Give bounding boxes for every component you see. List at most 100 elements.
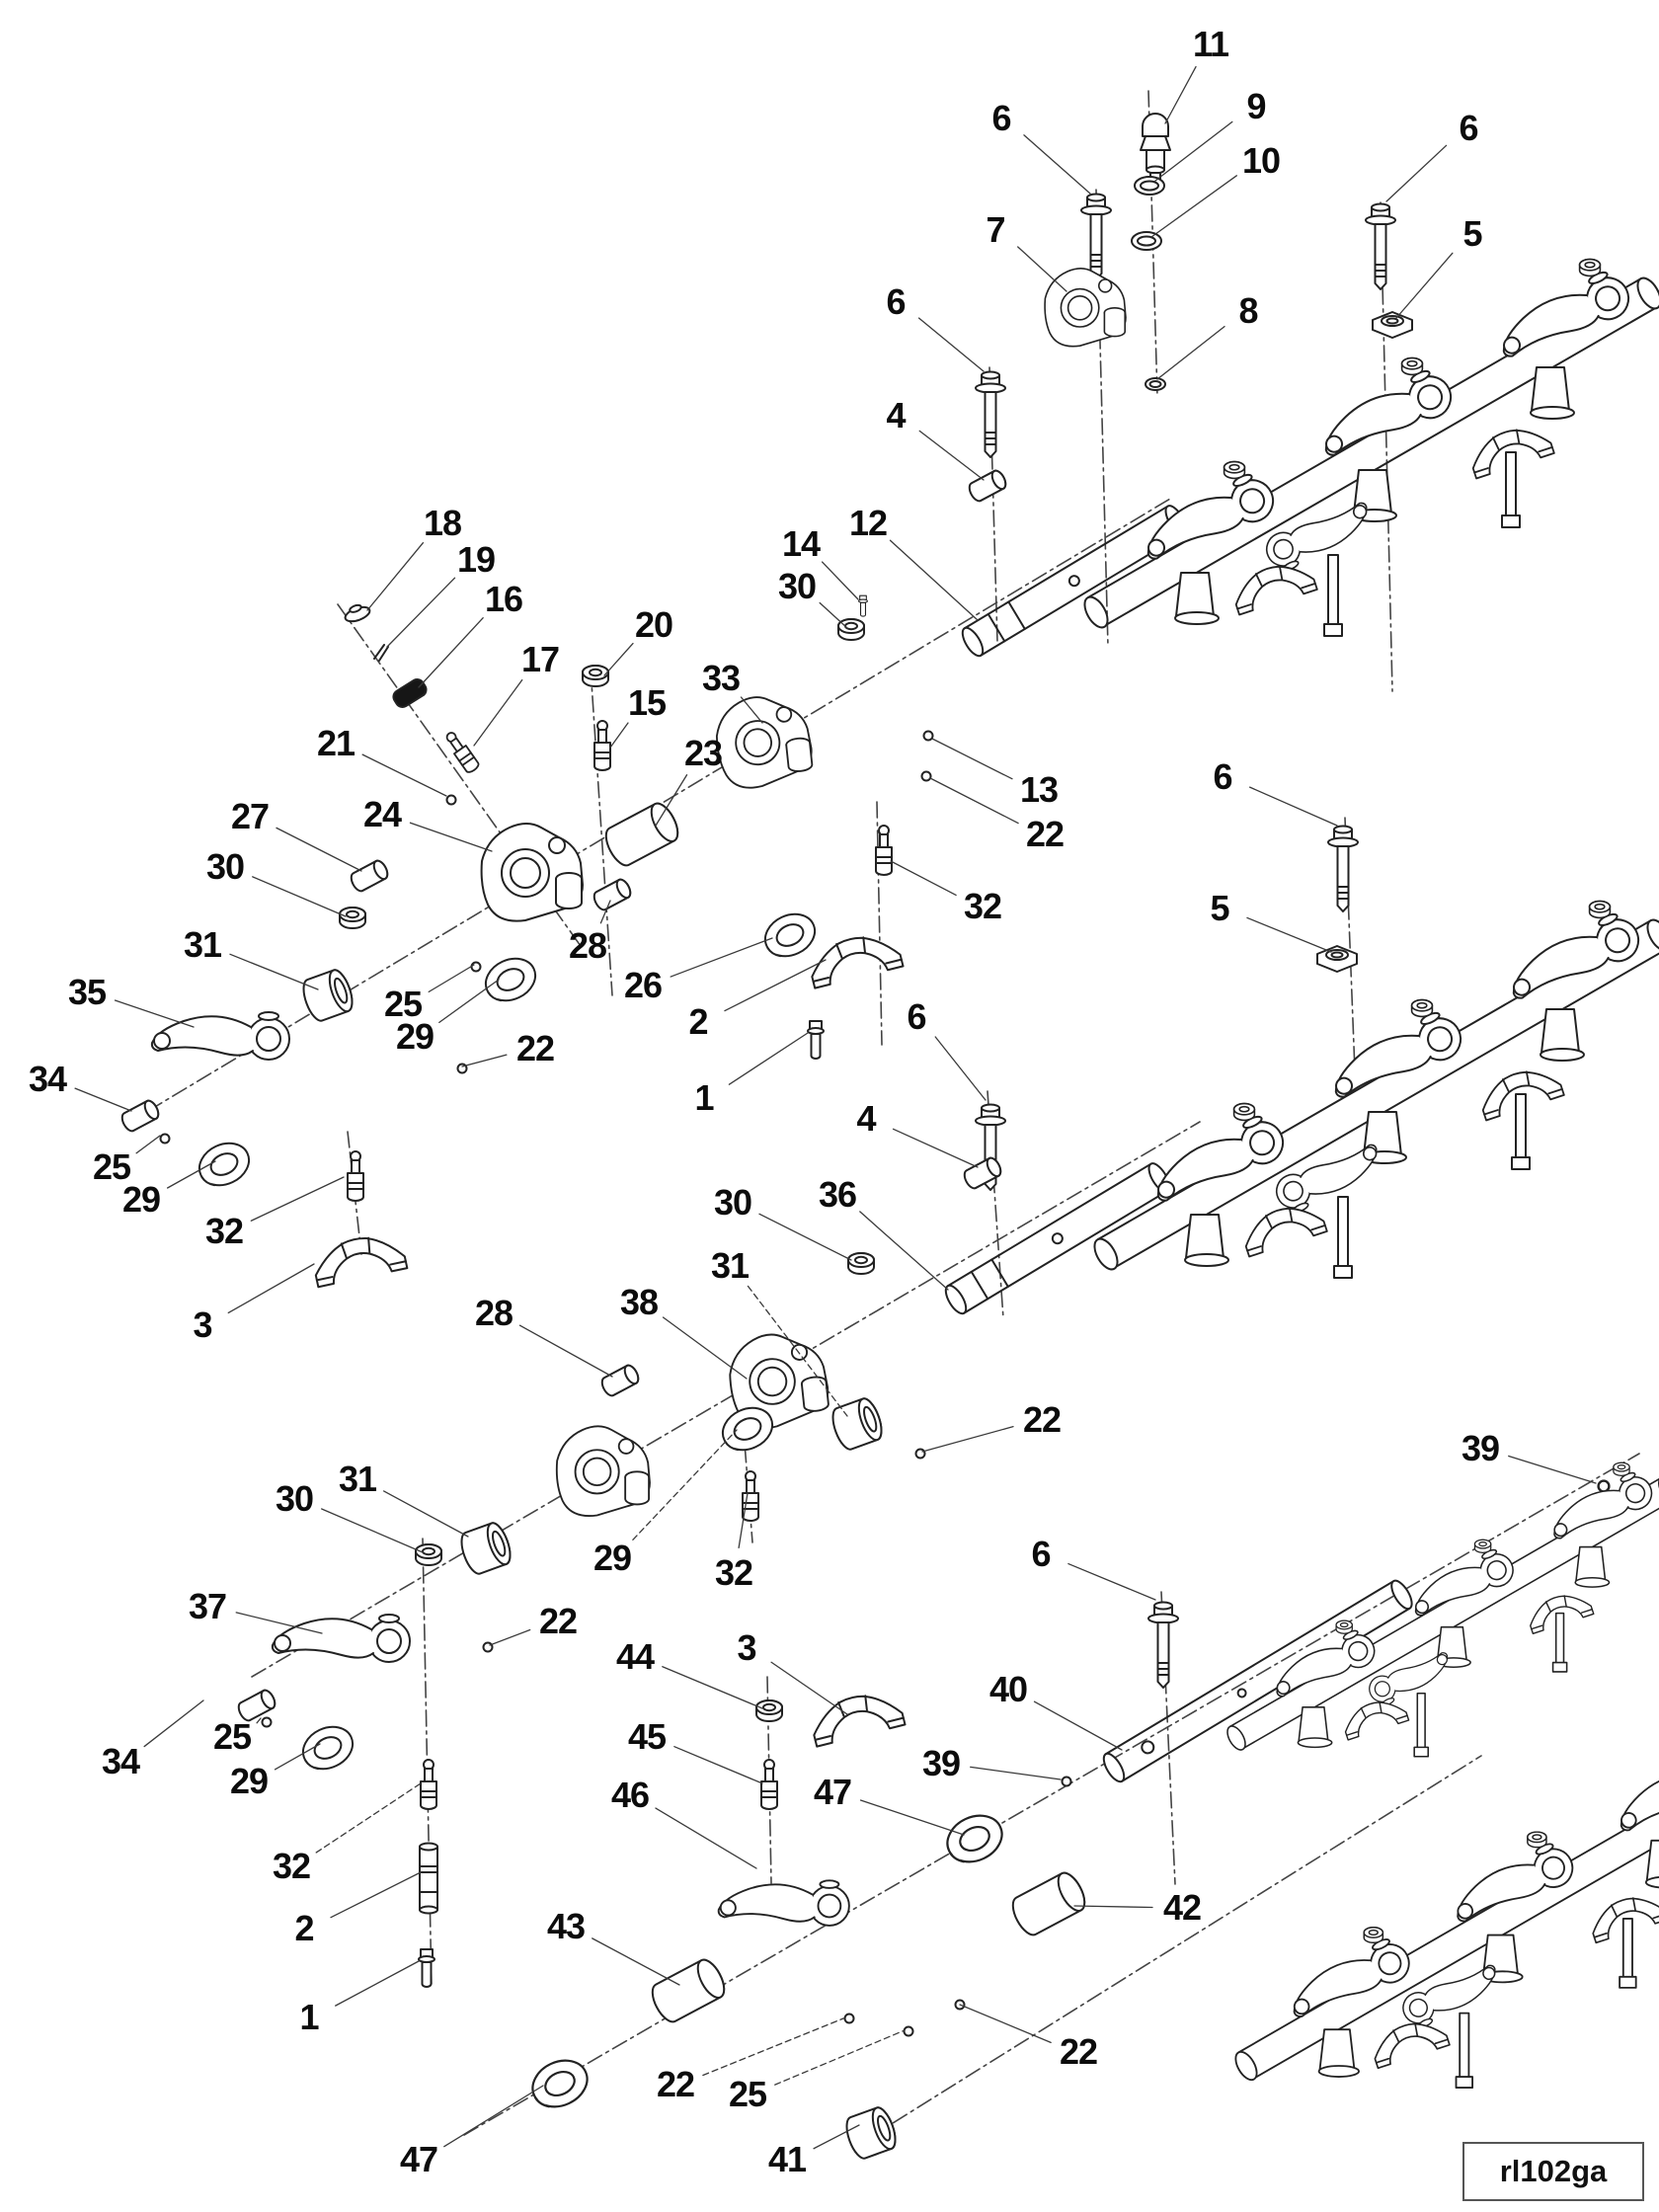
- part-hexnut: [847, 1252, 875, 1275]
- callout-2: 2: [688, 1001, 708, 1042]
- leader-line: [330, 1871, 422, 1919]
- part-bearing: [191, 1134, 258, 1195]
- leader-line: [959, 2004, 1052, 2043]
- part-bearing: [756, 905, 824, 966]
- leader-line: [321, 1508, 424, 1553]
- leader-line: [1385, 144, 1448, 202]
- callout-4: 4: [886, 395, 906, 435]
- part-stud: [807, 1020, 825, 1060]
- part-bolt: [975, 370, 1006, 458]
- part-dot: [159, 1133, 171, 1145]
- part-bearing: [938, 1805, 1011, 1872]
- leader-line: [1248, 786, 1338, 827]
- leader-line: [166, 1160, 216, 1189]
- part-support24: [480, 823, 584, 922]
- leader-line: [724, 959, 827, 1012]
- leader-line: [890, 860, 957, 897]
- callout-31: 31: [183, 924, 222, 965]
- callout-2: 2: [294, 1908, 314, 1948]
- callout-28: 28: [474, 1293, 514, 1333]
- leader-line: [592, 1937, 680, 1986]
- leader-line: [758, 1213, 852, 1261]
- part-support24: [555, 1425, 651, 1518]
- part-plunger: [347, 1150, 364, 1202]
- centerline: [1095, 189, 1109, 648]
- callout-22: 22: [1059, 2031, 1098, 2072]
- part-hexnut: [415, 1543, 442, 1566]
- callout-29: 29: [592, 1538, 632, 1578]
- callout-10: 10: [1241, 140, 1281, 181]
- callout-6: 6: [886, 281, 906, 322]
- leader-line: [1164, 65, 1197, 124]
- leader-line: [252, 876, 347, 917]
- part-plunger: [420, 1759, 437, 1810]
- callout-46: 46: [610, 1775, 650, 1815]
- leader-line: [673, 1746, 763, 1784]
- callout-35: 35: [67, 972, 107, 1012]
- leader-line: [603, 642, 634, 676]
- leader-line: [256, 1717, 262, 1724]
- part-sleeve2: [419, 1842, 438, 1915]
- part-support24: [1044, 267, 1127, 348]
- callout-30: 30: [777, 566, 817, 606]
- part-hexnut: [837, 618, 865, 641]
- figure-code-box: rl102ga: [1462, 2142, 1644, 2201]
- leader-line: [1508, 1455, 1597, 1484]
- leader-line: [135, 1135, 161, 1154]
- callout-23: 23: [683, 733, 723, 773]
- part-oring: [1131, 231, 1162, 251]
- part-rockerarm: [271, 1614, 411, 1663]
- callout-21: 21: [316, 723, 356, 763]
- leader-line: [1154, 120, 1233, 182]
- leader-line: [1023, 134, 1091, 195]
- callout-31: 31: [338, 1459, 377, 1499]
- part-cyl_lg: [646, 1954, 731, 2027]
- callout-32: 32: [963, 886, 1002, 926]
- callout-19: 19: [456, 539, 496, 580]
- centerline: [876, 801, 883, 1046]
- callout-37: 37: [188, 1586, 227, 1626]
- leader-line: [229, 953, 319, 990]
- leader-line: [235, 1612, 323, 1634]
- part-saddle: [806, 1686, 907, 1748]
- part-dot: [482, 1641, 494, 1653]
- centerline: [868, 1755, 1482, 2139]
- leader-line: [929, 777, 1019, 825]
- leader-line: [473, 678, 523, 747]
- part-support24: [711, 690, 816, 792]
- part-cluster: [1231, 1741, 1659, 2088]
- part-stud: [858, 594, 868, 617]
- callout-5: 5: [1210, 888, 1229, 928]
- callout-7: 7: [986, 209, 1005, 250]
- callout-25: 25: [212, 1716, 252, 1757]
- leader-line: [1150, 175, 1238, 238]
- callout-31: 31: [710, 1245, 750, 1286]
- callout-39: 39: [1461, 1428, 1500, 1468]
- leader-line: [859, 1799, 965, 1836]
- leader-line: [702, 2017, 844, 2077]
- part-spacer: [960, 1154, 1005, 1192]
- part-bearing: [523, 2050, 596, 2117]
- callout-22: 22: [538, 1601, 578, 1641]
- leader-line: [74, 1087, 132, 1112]
- leader-line: [747, 1285, 848, 1417]
- leader-line: [366, 542, 425, 611]
- callout-6: 6: [907, 996, 926, 1037]
- centerline: [590, 667, 613, 996]
- figure-code: rl102ga: [1499, 2154, 1608, 2188]
- leader-line: [143, 1699, 204, 1748]
- part-plunger: [441, 728, 482, 775]
- leader-line: [774, 2029, 906, 2086]
- part-valvecap: [1140, 113, 1171, 186]
- part-spacer: [590, 876, 635, 913]
- leader-line: [728, 1032, 809, 1085]
- part-hexnut: [339, 907, 366, 929]
- centerline: [988, 366, 998, 643]
- leader-line: [443, 2085, 544, 2148]
- leader-line: [227, 1263, 315, 1314]
- callout-28: 28: [568, 925, 607, 966]
- leader-line: [274, 1743, 321, 1771]
- part-bolt: [1080, 193, 1112, 280]
- leader-line: [1073, 1905, 1153, 1909]
- callout-33: 33: [701, 658, 741, 698]
